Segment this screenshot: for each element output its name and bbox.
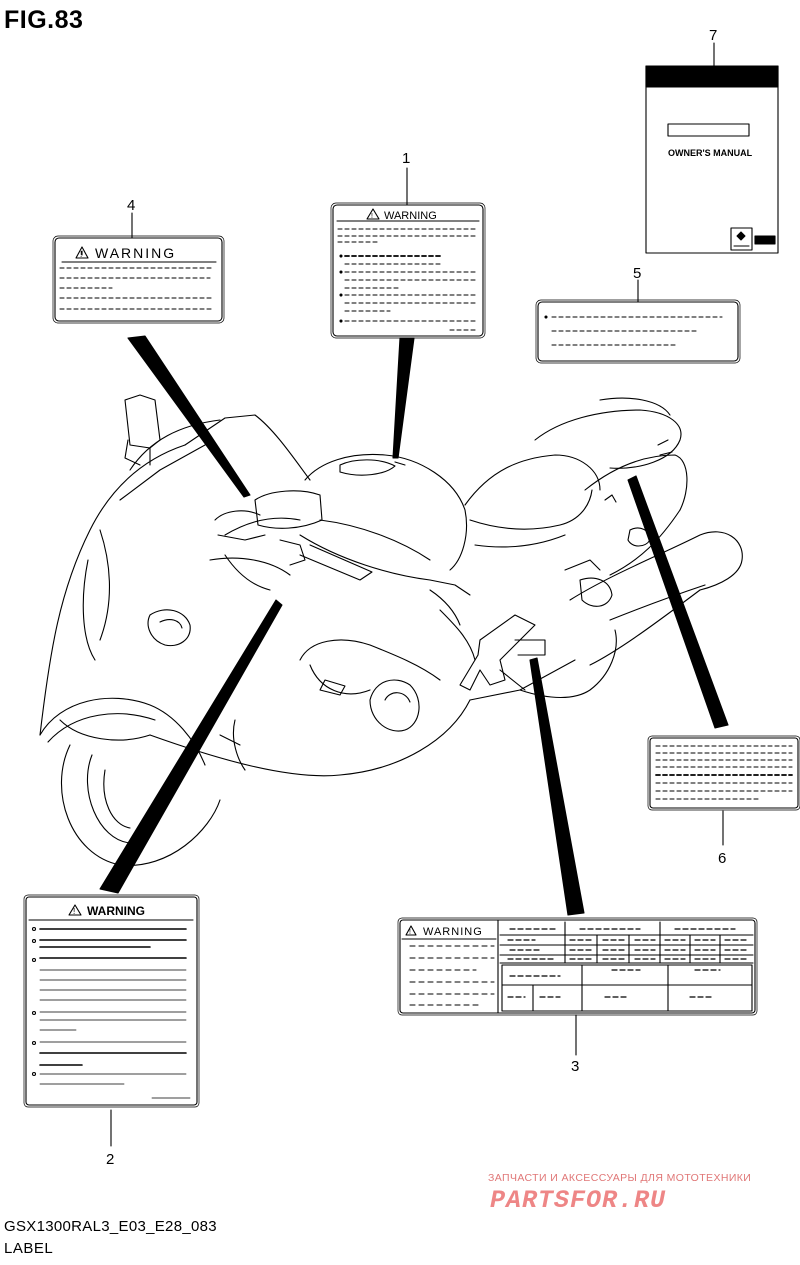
label-3-warning: WARNING: [423, 926, 483, 938]
label-7-manual: [645, 65, 779, 254]
label-2: [23, 894, 200, 1108]
watermark-tagline: ЗАПЧАСТИ И АКСЕССУАРЫ ДЛЯ МОТОТЕХНИКИ: [488, 1172, 752, 1184]
manual-title: OWNER'S MANUAL: [668, 148, 753, 158]
callout-1: 1: [402, 150, 410, 167]
callout-4: 4: [127, 197, 135, 214]
label-4: [52, 235, 225, 324]
label-4-warning: WARNING: [95, 245, 176, 261]
model-code: GSX1300RAL3_E03_E28_083: [4, 1218, 217, 1235]
svg-text:!: !: [80, 250, 82, 259]
label-1: [330, 202, 486, 339]
svg-text:!: !: [409, 929, 411, 936]
label-3: [397, 917, 758, 1016]
label-5: [535, 299, 741, 364]
svg-text:!: !: [371, 213, 373, 220]
callout-3: 3: [571, 1058, 579, 1075]
leader-wedges: [99, 335, 729, 916]
label-2-warning: WARNING: [87, 904, 145, 918]
callout-5: 5: [633, 265, 641, 282]
label-1-warning: WARNING: [384, 210, 437, 222]
callout-7: 7: [709, 27, 717, 44]
figure-title: FIG.83: [4, 6, 84, 34]
watermark-logo: PARTSFOR.RU: [490, 1186, 667, 1215]
callout-6: 6: [718, 850, 726, 867]
motorcycle-drawing: [39, 394, 743, 866]
section-label: LABEL: [4, 1240, 54, 1257]
label-6: [647, 735, 800, 811]
callout-2: 2: [106, 1151, 114, 1168]
svg-text:!: !: [73, 907, 75, 916]
